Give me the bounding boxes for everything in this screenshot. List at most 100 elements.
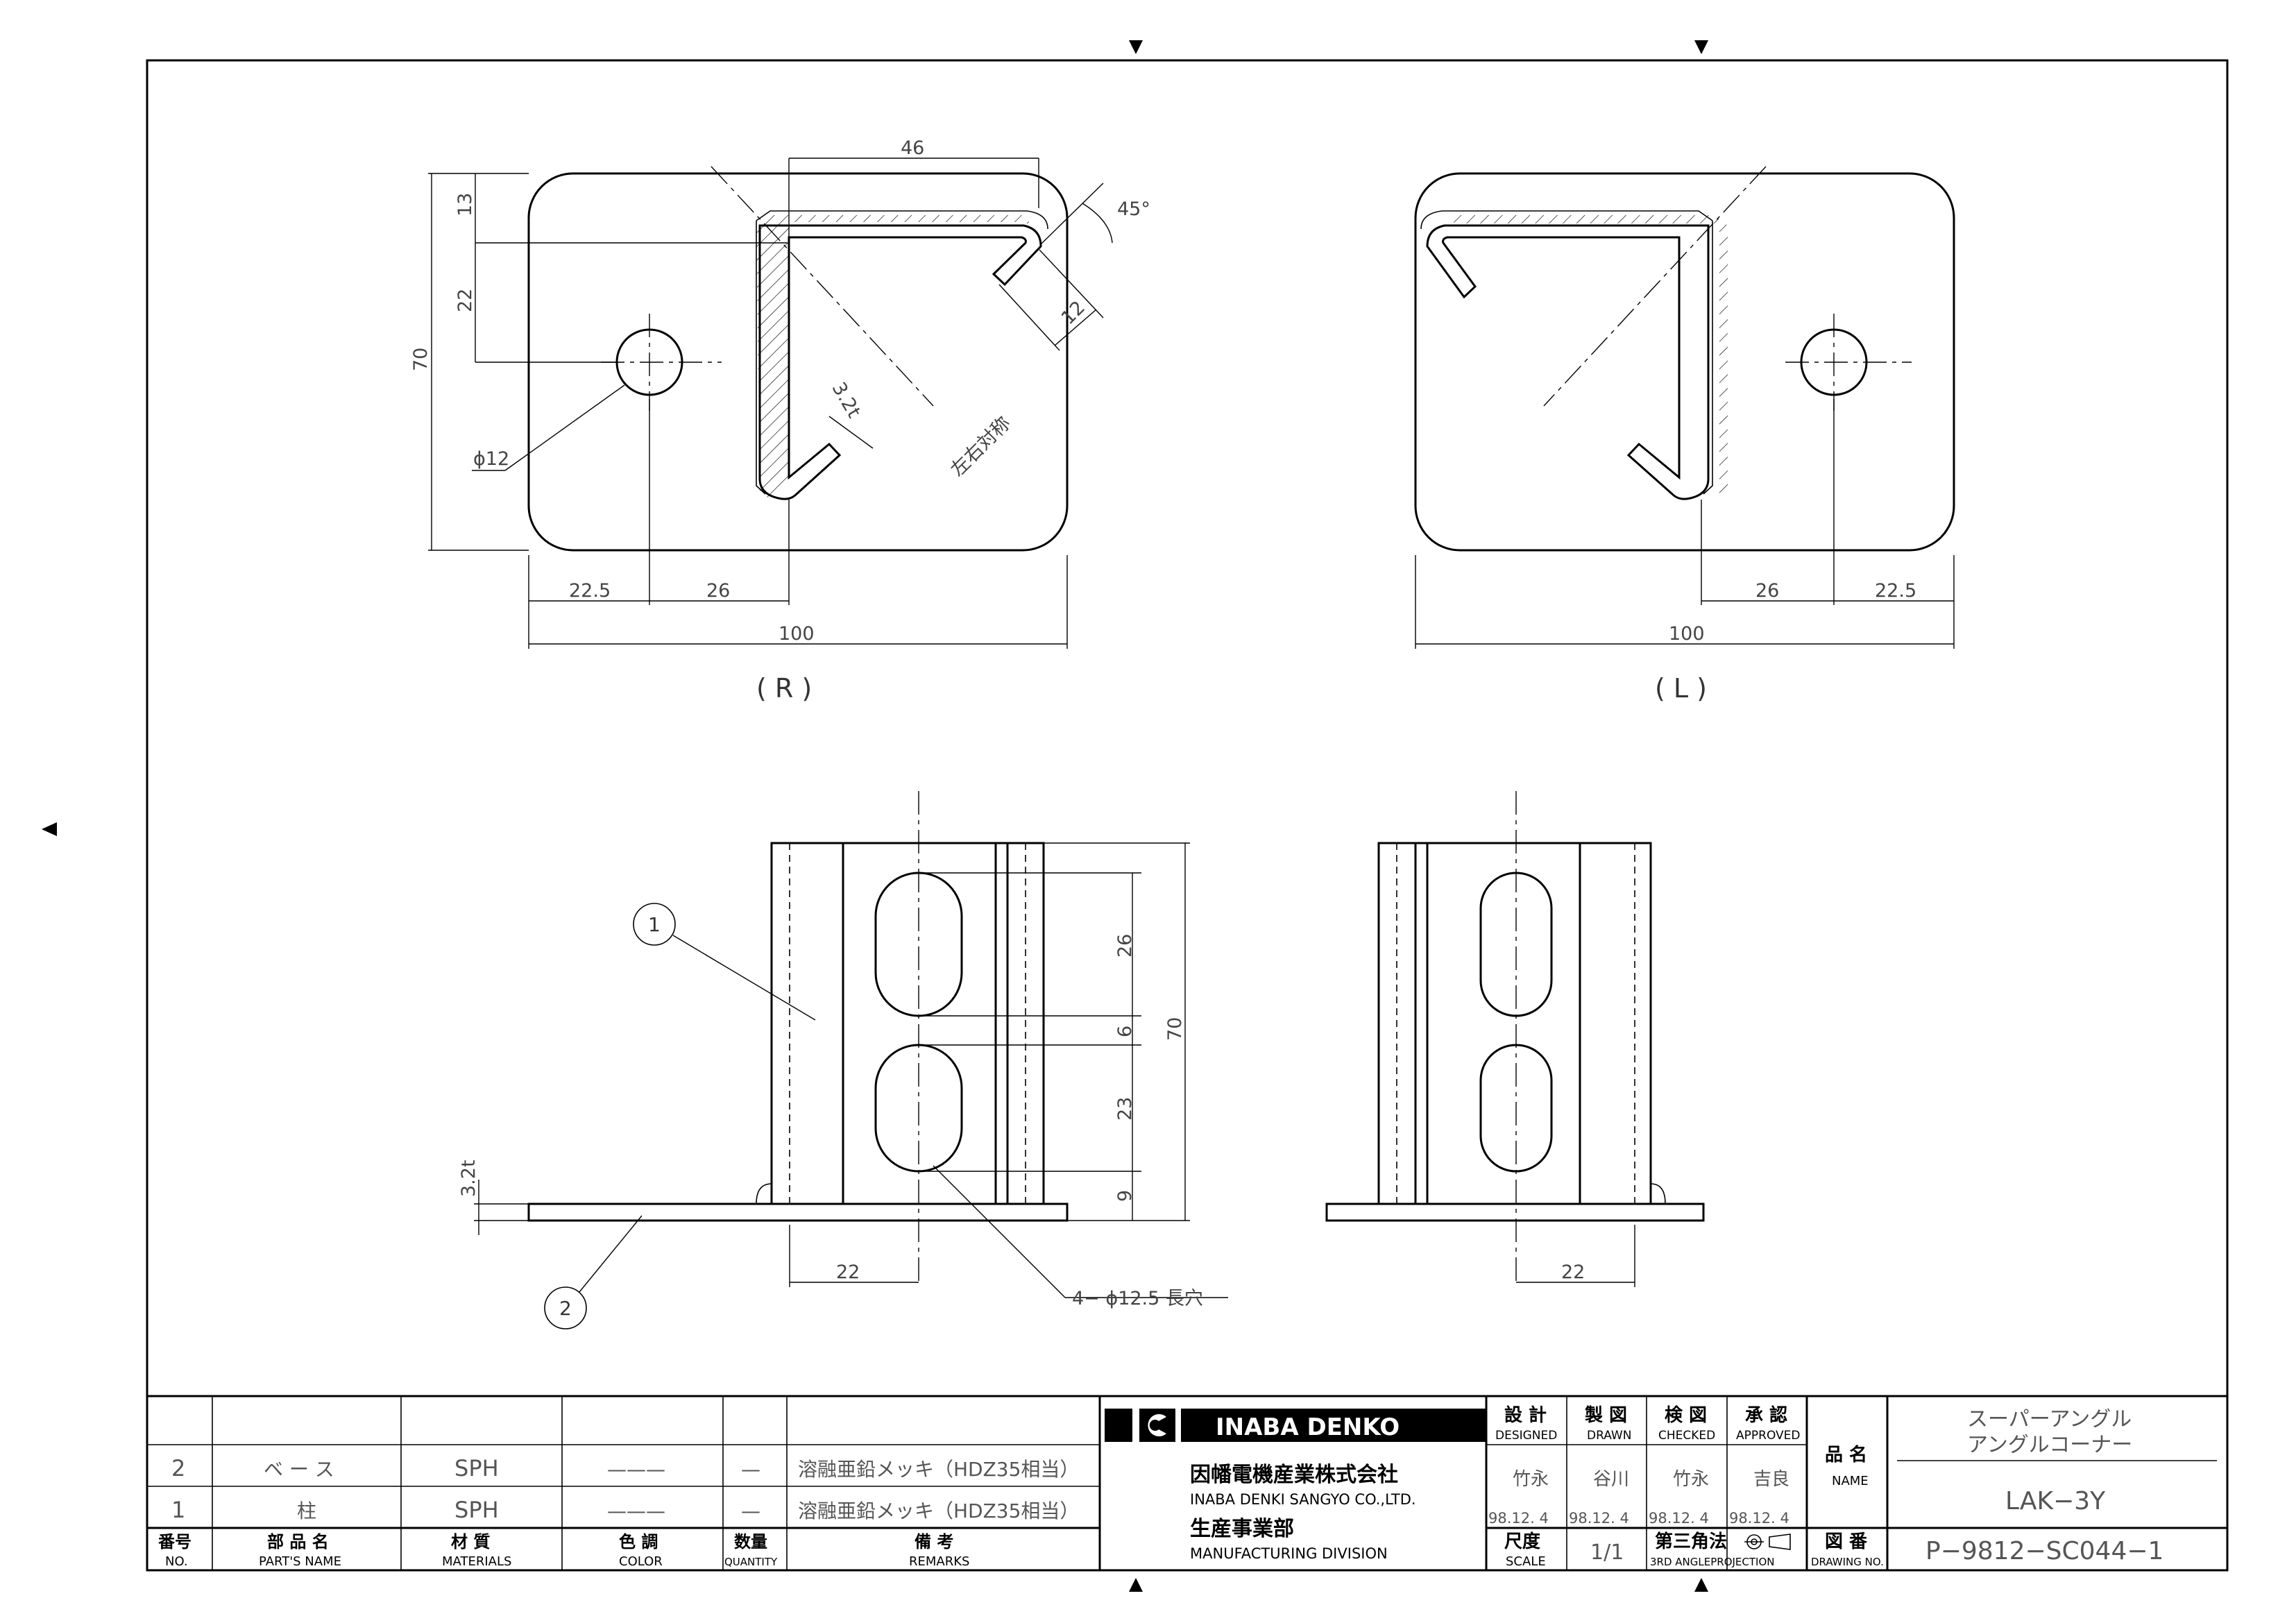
dim-70: 70 xyxy=(410,348,432,371)
symmetric-note: 左右対称 xyxy=(946,413,1014,481)
title-block: 品 名 NAME スーパーアングル アングルコーナー LAK−3Y 図 番 DR… xyxy=(1807,1396,2227,1570)
header-remarks: 備 考 xyxy=(915,1532,953,1552)
drawing-number: P−9812−SC044−1 xyxy=(1925,1537,2163,1565)
part-2-remarks: 溶融亜鉛メッキ（HDZ35相当） xyxy=(798,1458,1079,1481)
checked-by: 竹永 xyxy=(1673,1469,1709,1490)
front-view-l: 22 xyxy=(1325,791,1705,1287)
designed-by: 竹永 xyxy=(1513,1469,1549,1490)
header-remarks-en: REMARKS xyxy=(909,1554,969,1569)
brand-logo-icon xyxy=(1139,1409,1175,1442)
projection-label-en: 3RD ANGLEPROJECTION xyxy=(1650,1556,1775,1568)
scale-value: 1/1 xyxy=(1590,1540,1624,1565)
dim-base-t: 3.2t xyxy=(458,1159,479,1197)
approved-label: 承 認 xyxy=(1745,1404,1787,1426)
header-material-en: MATERIALS xyxy=(442,1554,511,1569)
center-marker-bottom-2 xyxy=(1694,1578,1708,1592)
dim-slot-9: 9 xyxy=(1114,1190,1136,1202)
drawn-label-en: DRAWN xyxy=(1587,1429,1631,1443)
front-view-r: 26 6 23 9 70 3.2t 22 4− ϕ12.5 長穴 1 2 xyxy=(458,791,1228,1329)
dim-angle-45: 45° xyxy=(1117,198,1150,220)
slot-note: 4− ϕ12.5 長穴 xyxy=(1072,1288,1203,1309)
balloon-2-label: 2 xyxy=(559,1297,572,1320)
sheet-border xyxy=(146,59,2229,1572)
dim-26: 26 xyxy=(706,580,730,602)
designed-date: 98.12. 4 xyxy=(1488,1510,1549,1527)
center-marker-left xyxy=(42,822,57,836)
part-2-no: 2 xyxy=(171,1455,185,1481)
balloon-2 xyxy=(544,1286,587,1329)
dim-slot-6: 6 xyxy=(1114,1026,1136,1037)
part-2-color: ——— xyxy=(607,1458,665,1481)
base-plate-edge xyxy=(527,1203,1069,1222)
dim-46: 46 xyxy=(901,137,924,159)
dim-slot-23: 23 xyxy=(1114,1097,1136,1121)
part-1-name: 柱 xyxy=(297,1499,316,1522)
company-name-en: INABA DENKI SANGYO CO.,LTD. xyxy=(1190,1491,1416,1508)
scale-label: 尺度 xyxy=(1504,1531,1540,1552)
dim-22-5: 22.5 xyxy=(1875,580,1916,602)
parts-list: 2 ベ ー ス SPH ——— — 溶融亜鉛メッキ（HDZ35相当） 1 柱 S… xyxy=(147,1395,2227,1570)
name-label: 品 名 xyxy=(1825,1444,1867,1465)
angle-section xyxy=(1426,224,1710,500)
checked-date: 98.12. 4 xyxy=(1649,1510,1709,1527)
division-jp: 生産事業部 xyxy=(1190,1517,1294,1541)
drawn-by: 谷川 xyxy=(1593,1469,1629,1490)
header-qty: 数量 xyxy=(734,1532,767,1552)
drawing-no-label-en: DRAWING NO. xyxy=(1811,1556,1884,1568)
part-2-qty: — xyxy=(741,1458,760,1481)
approved-label-en: APPROVED xyxy=(1736,1429,1801,1443)
view-r-plan: 46 45° 12 3.2t 左右対称 13 22 70 ϕ12 xyxy=(410,137,1150,704)
projection-label: 第三角法 xyxy=(1655,1531,1727,1552)
part-1-no: 1 xyxy=(171,1497,185,1523)
drawing-no-label: 図 番 xyxy=(1825,1531,1868,1552)
name-label-en: NAME xyxy=(1832,1474,1869,1488)
dim-front-22: 22 xyxy=(1561,1261,1585,1283)
angle-section xyxy=(758,224,1042,500)
company-name-jp: 因幡電機産業株式会社 xyxy=(1190,1463,1398,1487)
dim-slot-26: 26 xyxy=(1114,934,1136,958)
header-name: 部 品 名 xyxy=(267,1532,329,1552)
dim-22: 22 xyxy=(454,289,476,312)
checked-label-en: CHECKED xyxy=(1658,1429,1715,1443)
dim-100: 100 xyxy=(779,623,815,645)
part-1-material: SPH xyxy=(454,1497,499,1523)
part-1-qty: — xyxy=(741,1499,760,1522)
center-marker-top-2 xyxy=(1694,40,1708,54)
header-material: 材 質 xyxy=(451,1532,490,1552)
approved-date: 98.12. 4 xyxy=(1729,1510,1789,1527)
dim-hole-dia: ϕ12 xyxy=(473,448,509,470)
header-qty-en: QUANTITY xyxy=(724,1556,778,1568)
header-name-en: PART'S NAME xyxy=(259,1554,341,1569)
designed-label-en: DESIGNED xyxy=(1495,1429,1557,1443)
brand-block xyxy=(1105,1409,1132,1442)
base-plate-edge xyxy=(1325,1203,1705,1222)
center-marker-bottom-1 xyxy=(1129,1578,1143,1592)
header-color-en: COLOR xyxy=(619,1554,663,1569)
model-number: LAK−3Y xyxy=(2005,1487,2106,1515)
base-plate-outline xyxy=(1414,172,1955,552)
brand-name: INABA DENKO xyxy=(1216,1413,1400,1441)
part-1-color: ——— xyxy=(607,1499,665,1522)
header-color: 色 調 xyxy=(619,1532,658,1552)
company-block: INABA DENKO 因幡電機産業株式会社 INABA DENKI SANGY… xyxy=(1105,1409,1486,1562)
division-en: MANUFACTURING DIVISION xyxy=(1190,1545,1388,1562)
drawn-date: 98.12. 4 xyxy=(1569,1510,1629,1527)
header-no: 番号 xyxy=(158,1532,192,1552)
part-1-remarks: 溶融亜鉛メッキ（HDZ35相当） xyxy=(798,1499,1079,1522)
dim-100: 100 xyxy=(1669,623,1705,645)
third-angle-projection-icon xyxy=(1744,1533,1791,1550)
dim-22-5: 22.5 xyxy=(569,580,611,602)
part-2-material: SPH xyxy=(454,1455,499,1481)
dim-height-70: 70 xyxy=(1164,1017,1186,1041)
dim-thickness: 3.2t xyxy=(828,379,865,422)
product-line-1: スーパーアングル xyxy=(1967,1407,2132,1431)
dim-26: 26 xyxy=(1755,580,1779,602)
dim-13: 13 xyxy=(454,193,476,216)
dim-12: 12 xyxy=(1057,297,1089,329)
balloon-1-label: 1 xyxy=(648,913,661,936)
view-l-label: ( L ) xyxy=(1655,673,1707,704)
view-l-plan: 26 22.5 100 ( L ) xyxy=(1414,166,1955,704)
center-marker-top-1 xyxy=(1129,40,1143,54)
balloon-1 xyxy=(633,903,676,946)
